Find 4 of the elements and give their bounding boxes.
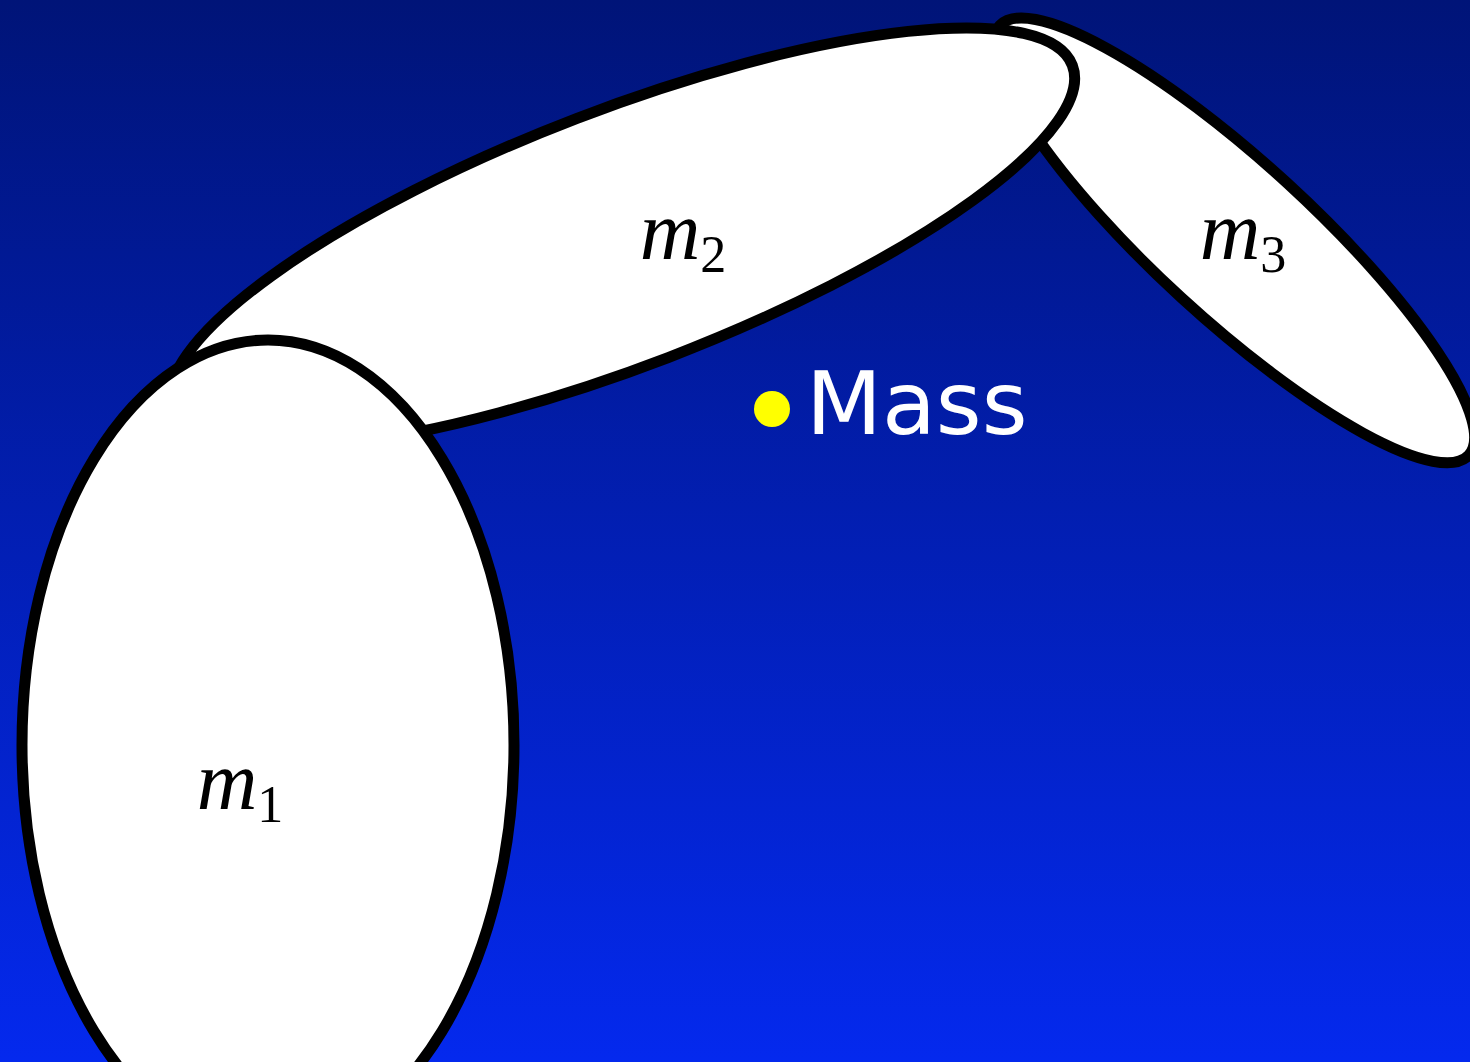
segment-mass-label: m$_{2}$ [639,188,727,282]
center-of-mass-label: Mass [806,356,1028,453]
segment-mass-label: m$_{3}$ [1199,188,1287,282]
segment-mass-label: m$_{1}$ [196,738,284,832]
